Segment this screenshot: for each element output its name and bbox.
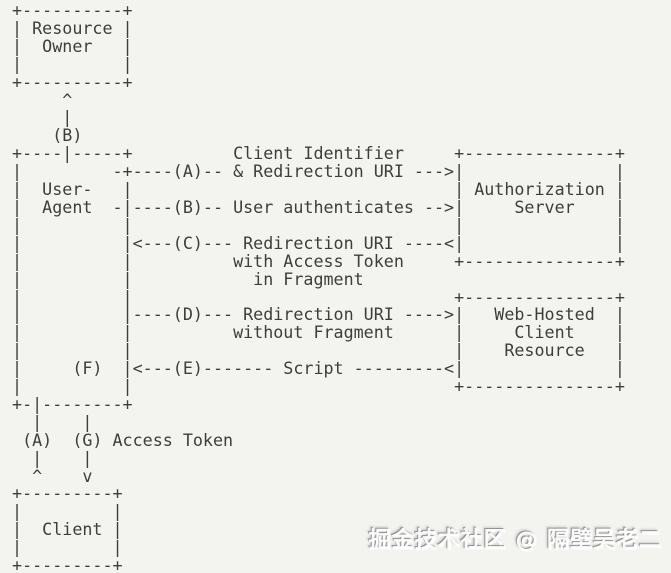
watermark: 掘金技术社区 @ 隔壁吴老二 xyxy=(368,528,662,553)
